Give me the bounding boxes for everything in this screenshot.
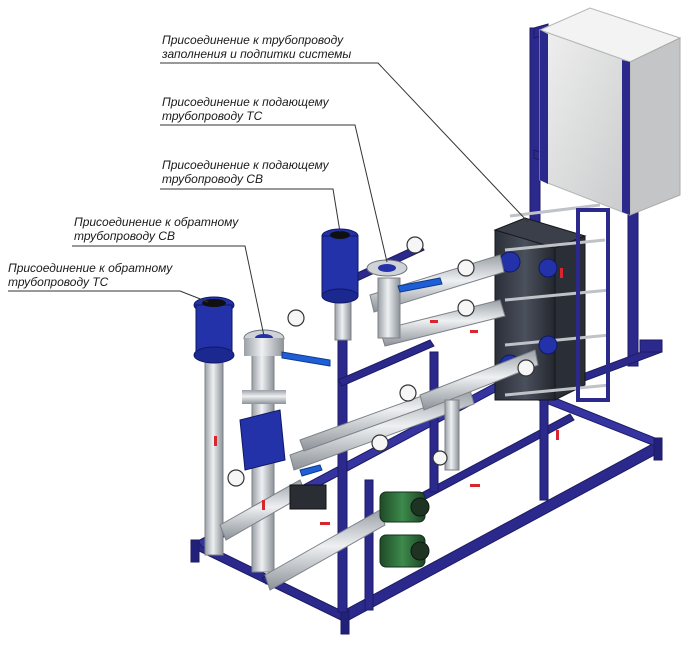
callout-line-1: Присоединение к обратному xyxy=(74,215,239,229)
callout-supply-sv: Присоединение к подающему трубопроводу С… xyxy=(162,158,329,186)
callout-return-sv: Присоединение к обратному трубопроводу С… xyxy=(74,215,238,243)
valve-handles xyxy=(281,277,443,477)
callout-line-1: Присоединение к трубопроводу xyxy=(162,33,344,47)
leader-lines xyxy=(8,62,529,337)
callout-line-1: Присоединение к подающему xyxy=(162,95,329,109)
callout-line-2: трубопроводу ТС xyxy=(8,275,109,289)
flanges xyxy=(193,228,408,471)
circulation-pumps xyxy=(289,484,430,568)
red-indicators xyxy=(214,268,563,525)
callout-line-2: трубопроводу ТС xyxy=(162,109,263,123)
callout-supply-ts: Присоединение к подающему трубопроводу Т… xyxy=(162,95,329,123)
callout-line-1: Присоединение к обратному xyxy=(8,261,173,275)
callout-return-ts: Присоединение к обратному трубопроводу Т… xyxy=(8,261,172,289)
control-cabinet xyxy=(538,7,682,216)
callout-line-2: заполнения и подпитки системы xyxy=(162,47,352,61)
callout-fill-connection: Присоединение к трубопроводу заполнения … xyxy=(162,33,351,61)
callout-line-2: трубопроводу СВ xyxy=(74,229,175,243)
callout-line-1: Присоединение к подающему xyxy=(162,158,329,172)
pressure-gauges xyxy=(227,236,535,487)
callout-line-2: трубопроводу СВ xyxy=(162,172,263,186)
